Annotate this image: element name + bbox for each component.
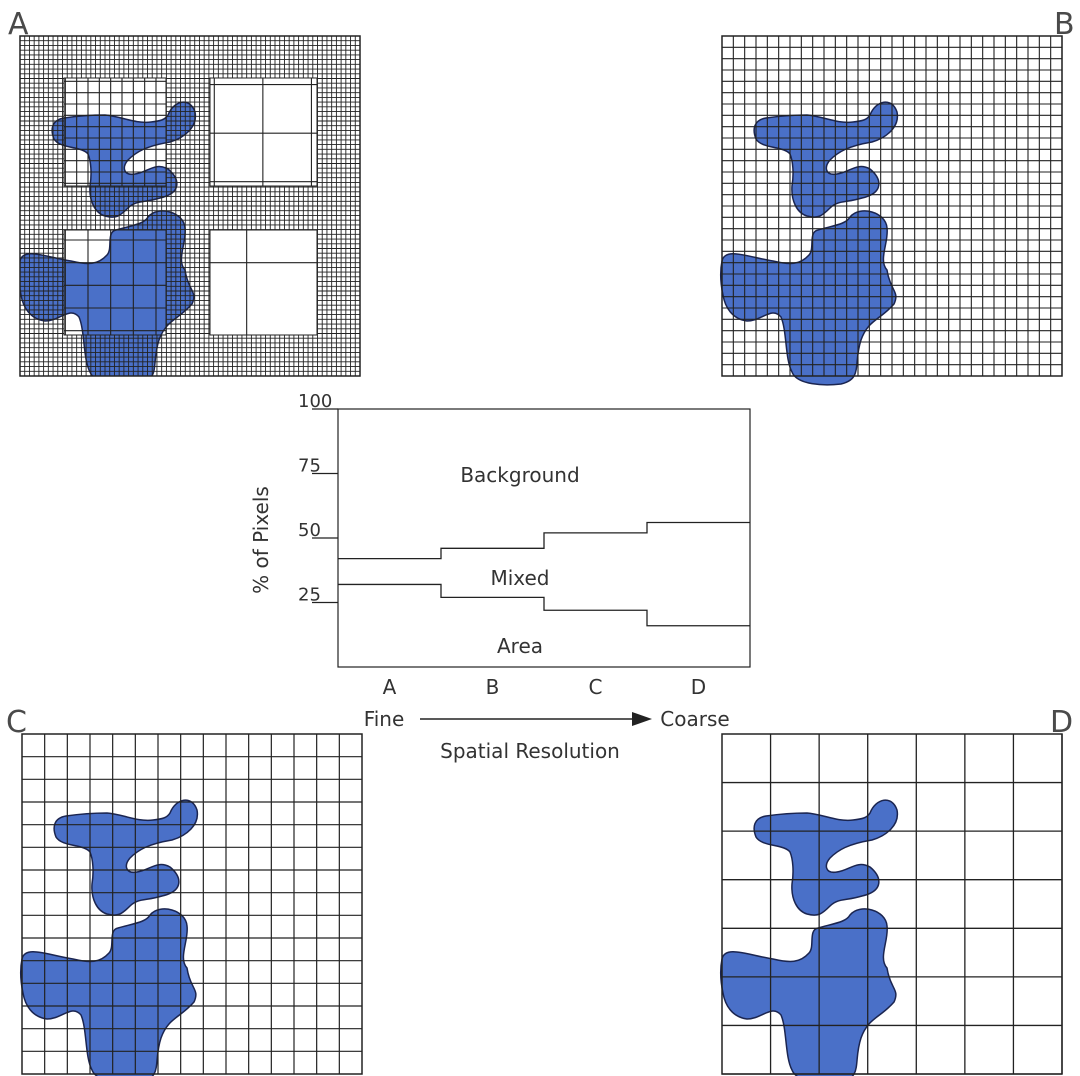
y-tick-label: 75 — [298, 456, 321, 477]
x-category-label: C — [589, 675, 603, 699]
y-tick-label: 50 — [298, 520, 321, 541]
mixed-background-boundary — [338, 521, 750, 560]
resolution-chart: 100 75 50 25 Background Mixed Area % of Pix… — [249, 391, 751, 763]
panel-b — [719, 35, 1063, 386]
resolution-arrow-head — [632, 712, 652, 726]
x-category-labels: A B C D — [383, 675, 707, 699]
panel-a-label: A — [8, 7, 29, 42]
grid-lines — [722, 36, 1063, 377]
region-label-area: Area — [497, 634, 543, 658]
x-category-label: D — [691, 675, 706, 699]
grid-lines — [20, 36, 360, 376]
panel-a-fine-grid — [20, 36, 360, 376]
panel-c-grid — [22, 734, 362, 1074]
y-tick-label: 100 — [298, 391, 332, 412]
y-axis-title: % of Pixels — [249, 486, 273, 594]
region-label-background: Background — [460, 463, 579, 487]
axis-fine-label: Fine — [364, 707, 405, 731]
y-tick-label: 25 — [298, 585, 321, 606]
window-bottom-right — [210, 230, 317, 335]
panel-b-label: B — [1054, 7, 1075, 42]
panel-a — [19, 35, 361, 377]
y-axis-ticks: 100 75 50 25 — [298, 391, 338, 606]
x-category-label: A — [383, 675, 397, 699]
x-category-label: B — [486, 675, 500, 699]
region-label-mixed: Mixed — [490, 566, 549, 590]
grid-lines — [22, 734, 362, 1074]
area-mixed-boundary — [338, 583, 750, 627]
panel-c — [19, 733, 363, 1076]
window-top-right — [210, 78, 317, 186]
panel-b-grid — [722, 36, 1063, 377]
panel-c-label: C — [6, 705, 27, 740]
panel-d — [719, 733, 1063, 1076]
axis-coarse-label: Coarse — [660, 707, 729, 731]
panel-d-label: D — [1050, 705, 1073, 740]
x-axis-title: Spatial Resolution — [440, 739, 620, 763]
